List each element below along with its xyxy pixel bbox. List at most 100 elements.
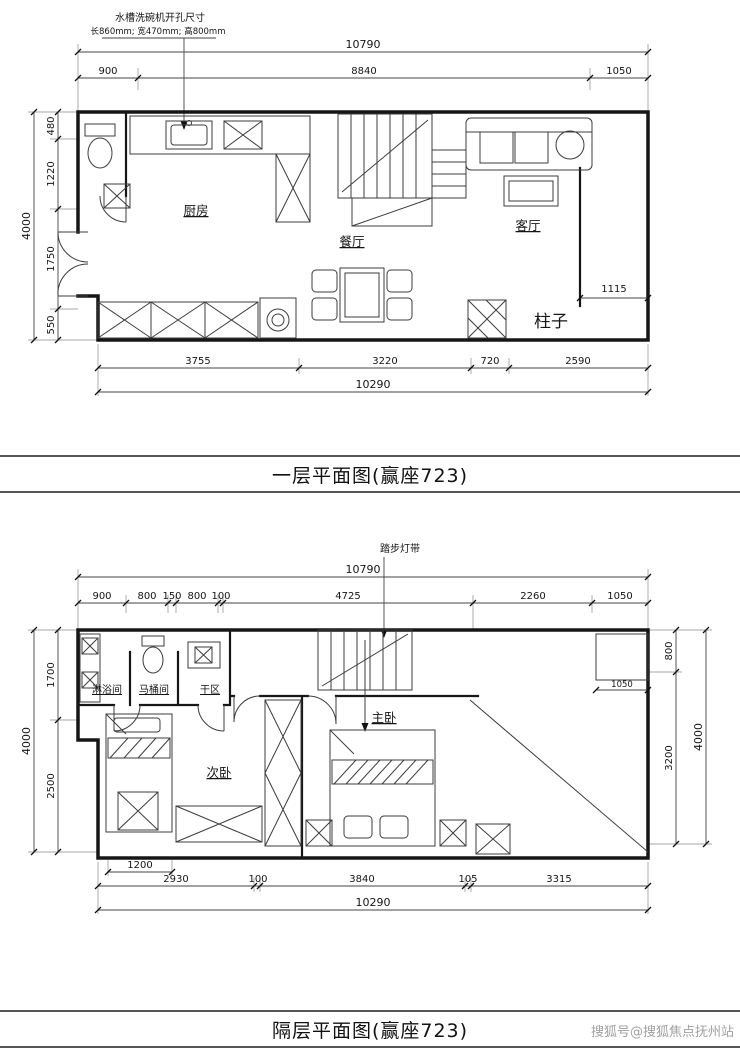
dim2-left-0: 1700	[46, 662, 57, 687]
dim2-top-total: 10790	[346, 563, 381, 576]
dim2-top-3: 800	[187, 591, 206, 602]
floor1-inner-walls	[124, 110, 582, 308]
secondary-bed	[105, 713, 173, 833]
toilet-fixture	[84, 123, 116, 169]
dim2-bottom-total: 10290	[356, 896, 391, 909]
floor1-left-dimensions: 4000 480 1220 1750 550	[20, 108, 98, 344]
room-label-master-bed: 主卧	[371, 710, 396, 725]
floor2-bottom-dimensions: 1200 2930 100 3840 105 3315 10290	[94, 860, 652, 914]
dim-left-0: 480	[46, 116, 57, 135]
sofa	[465, 117, 593, 171]
floor2-outer-walls	[76, 628, 650, 860]
inner-dim-1050: 1050	[592, 680, 652, 694]
dim-left-2: 1750	[46, 246, 57, 271]
floor2-plan-drawing: 踏步灯带 10790 900 800 150 800 100 4725 2260…	[20, 542, 712, 914]
dim-top-total: 10790	[346, 38, 381, 51]
floor1-plan-drawing: 水槽洗碗机开孔尺寸 长860mm; 宽470mm; 高800mm 10790 9…	[20, 11, 652, 396]
room-label-second-bed: 次卧	[206, 765, 231, 780]
room-label-kitchen: 厨房	[183, 203, 208, 218]
floor2-left-dimensions: 4000 1700 2500	[20, 626, 98, 856]
dim-bottom-1: 3220	[372, 356, 397, 367]
top-right-cabinet	[595, 633, 649, 681]
floor2-title: 隔层平面图(赢座723)	[271, 1019, 469, 1042]
dim2-sub-1200: 1200	[127, 860, 152, 871]
floor1-title: 一层平面图(赢座723)	[271, 464, 469, 487]
floor2-title-band: 隔层平面图(赢座723)	[0, 1010, 740, 1048]
bathroom-doors	[113, 704, 225, 732]
dim2-left-1: 2500	[46, 773, 57, 798]
bedroom-doors	[233, 695, 337, 725]
floor1-inner-dimension: 1115	[576, 284, 652, 302]
dim-top-0: 900	[98, 66, 117, 77]
room-label-toilet: 马桶间	[139, 683, 169, 696]
dim-bottom-2: 720	[480, 356, 499, 367]
dim2-top-0: 900	[92, 591, 111, 602]
dim2-bottom-0: 2930	[163, 874, 188, 885]
dim-bottom-0: 3755	[185, 356, 210, 367]
floor2-top-dimensions: 10790 900 800 150 800 100 4725 2260 1050	[74, 563, 652, 630]
floor2-inner-walls	[76, 628, 480, 860]
wardrobe-low	[175, 805, 263, 843]
dim2-top-7: 1050	[607, 591, 632, 602]
note-line1: 水槽洗碗机开孔尺寸	[115, 11, 205, 24]
column-hatched	[467, 299, 507, 339]
floor2-right-dimensions: 800 3200 4000	[648, 626, 712, 848]
toilet-fixture-2	[141, 635, 165, 674]
hatched-box-bottom	[475, 823, 511, 855]
dining-table-set	[311, 267, 413, 323]
room-label-living: 客厅	[515, 218, 540, 233]
coffee-table	[503, 175, 559, 207]
dim2-top-4: 100	[211, 591, 230, 602]
stairs	[337, 113, 467, 227]
room-label-shower: 淋浴间	[92, 683, 122, 696]
left-closet	[79, 633, 101, 703]
room-label-dry: 干区	[200, 684, 220, 696]
dim2-left-total: 4000	[20, 727, 33, 755]
dim2-bottom-2: 3840	[349, 874, 374, 885]
watermark: 搜狐号@搜狐焦点抚州站	[590, 1025, 734, 1040]
stairs-2	[317, 629, 413, 732]
dim2-bottom-4: 3315	[546, 874, 571, 885]
room-label-dining: 餐厅	[339, 234, 364, 249]
dim2-bottom-1: 100	[248, 874, 267, 885]
floor1-outer-walls	[76, 110, 650, 342]
dim-inner-1115: 1115	[601, 284, 626, 295]
note-steps: 踏步灯带	[380, 542, 420, 555]
wardrobe-tall	[264, 699, 302, 847]
dim-bottom-total: 10290	[356, 378, 391, 391]
bottom-cabinets	[97, 301, 259, 339]
note-line2: 长860mm; 宽470mm; 高800mm	[91, 26, 226, 37]
dim2-inner-1050: 1050	[611, 680, 633, 690]
dim-bottom-3: 2590	[565, 356, 590, 367]
dim2-top-2: 150	[162, 591, 181, 602]
floor1-title-band: 一层平面图(赢座723)	[0, 455, 740, 493]
dim-top-1: 8840	[351, 66, 376, 77]
dim-left-1: 1220	[46, 161, 57, 186]
sink-vanity	[187, 641, 221, 669]
washing-machine	[259, 297, 297, 339]
floor1-top-dimensions: 10790 900 8840 1050	[74, 38, 652, 112]
void-diagonal	[469, 699, 649, 853]
dim2-top-1: 800	[137, 591, 156, 602]
dim-left-3: 550	[46, 315, 57, 334]
entry-door	[57, 231, 89, 297]
shaft-box	[103, 183, 131, 209]
floor2-note-callout: 踏步灯带	[380, 542, 420, 638]
dim2-right-total: 4000	[692, 723, 705, 751]
dim2-right-0: 800	[664, 641, 675, 660]
nook-door	[99, 195, 127, 223]
dim2-top-6: 2260	[520, 591, 545, 602]
floor1-note-callout: 水槽洗碗机开孔尺寸 长860mm; 宽470mm; 高800mm	[91, 11, 226, 130]
dim-left-total: 4000	[20, 212, 33, 240]
dim2-bottom-3: 105	[458, 874, 477, 885]
secondary-chair	[117, 791, 159, 831]
dim2-right-1: 3200	[664, 745, 675, 770]
nightstands	[305, 819, 467, 847]
floor1-bottom-dimensions: 3755 3220 720 2590 10290	[94, 344, 652, 396]
dim-top-2: 1050	[606, 66, 631, 77]
dim2-top-5: 4725	[335, 591, 360, 602]
kitchen-tall-cabinet	[275, 153, 311, 223]
master-bed	[329, 729, 436, 847]
kitchen-counter	[129, 115, 311, 155]
